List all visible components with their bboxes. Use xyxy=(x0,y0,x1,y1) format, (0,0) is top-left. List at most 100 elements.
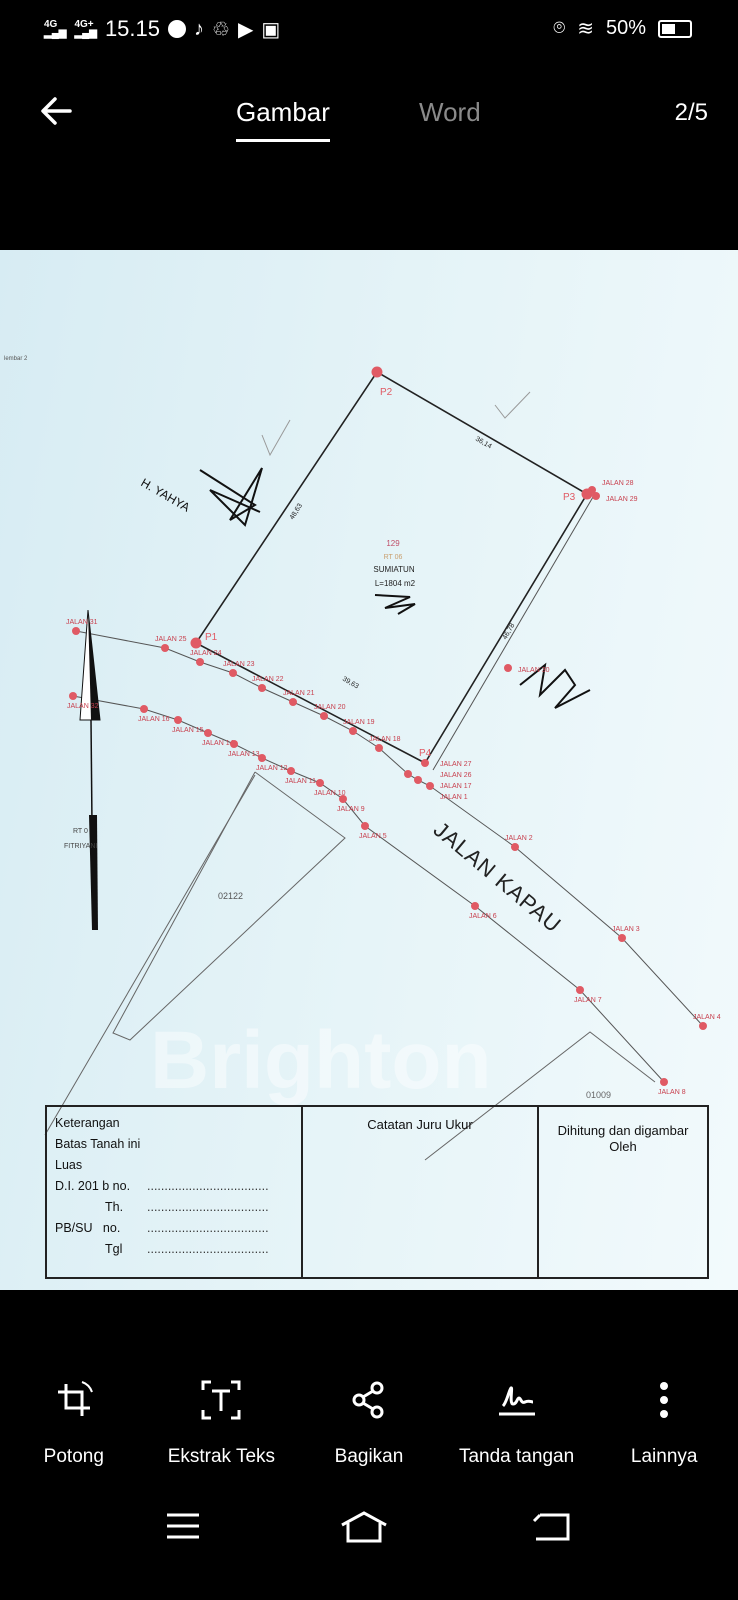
system-nav-bar xyxy=(0,1505,738,1555)
signature-marks xyxy=(199,467,591,709)
survey-point-dot xyxy=(320,712,328,720)
parcel-id-02122: 02122 xyxy=(218,891,243,901)
status-bar: 4G▂▄▆ 4G+▂▄▆ 15.15 ♪ ♲ ▶ ▣ ⌾ ≋ 50% xyxy=(0,0,738,58)
parcel-boundary-offset xyxy=(432,496,594,771)
survey-point-label: JALAN 31 xyxy=(66,619,98,626)
crop-button[interactable]: Potong xyxy=(0,1370,148,1468)
extract-text-button[interactable]: Ekstrak Teks xyxy=(148,1370,296,1468)
survey-point-label: JALAN 14 xyxy=(202,740,234,747)
crop-icon xyxy=(0,1370,148,1430)
field-tgl: Tgl................................... xyxy=(55,1239,293,1260)
survey-point-label: JALAN 12 xyxy=(256,765,288,772)
field-value: ................................... xyxy=(147,1179,269,1193)
scanned-document[interactable]: lembar 2 Brighton P2 P3 P1 P4 36,14 48,6… xyxy=(0,250,738,1290)
survey-point-label: JALAN 8 xyxy=(658,1089,686,1096)
survey-point-dot xyxy=(230,740,238,748)
distance-p1-p2: 48,63 xyxy=(289,502,304,521)
survey-point-label: JALAN 21 xyxy=(283,690,315,697)
back-arrow-icon[interactable] xyxy=(38,93,74,138)
road-edge-upper xyxy=(75,630,704,1027)
signature-icon xyxy=(443,1370,591,1430)
survey-point-dot xyxy=(69,692,77,700)
survey-point-dot xyxy=(504,664,512,672)
survey-point-label: JALAN 23 xyxy=(223,661,255,668)
survey-point-label: JALAN 19 xyxy=(343,719,375,726)
survey-point-dot xyxy=(426,782,434,790)
distance-p1-p4: 39,63 xyxy=(341,676,360,691)
corner-label-p1: P1 xyxy=(205,632,218,643)
handwritten-name: H. YAHYA xyxy=(139,475,193,514)
survey-point-label: JALAN 4 xyxy=(693,1014,721,1021)
label-keterangan: Keterangan xyxy=(55,1116,120,1130)
more-vertical-icon xyxy=(590,1370,738,1430)
corner-point-dot xyxy=(190,637,202,649)
survey-point-label: JALAN 7 xyxy=(574,997,602,1004)
store-icon: ▣ xyxy=(261,18,281,41)
survey-point-label: JALAN 24 xyxy=(190,650,222,657)
survey-point-dot xyxy=(592,492,600,500)
signal-1-icon: 4G▂▄▆ xyxy=(44,19,67,39)
field-value: ................................... xyxy=(147,1242,269,1256)
survey-point-dot xyxy=(72,627,80,635)
survey-point-dot xyxy=(511,843,519,851)
field-label: PB/SU no. xyxy=(55,1221,121,1235)
survey-point-label: JALAN 1 xyxy=(440,794,468,801)
survey-point-dot xyxy=(229,669,237,677)
north-arrow-icon xyxy=(79,609,101,931)
corner-point-dot xyxy=(581,488,593,500)
parcel-id-01009: 01009 xyxy=(586,1090,611,1100)
neighbor-rt: RT 0 xyxy=(73,828,88,835)
more-label: Lainnya xyxy=(630,1446,698,1467)
field-di201: D.I. 201 b no...........................… xyxy=(55,1176,293,1197)
survey-point-label: JALAN 27 xyxy=(440,761,472,768)
survey-point-dot xyxy=(204,729,212,737)
survey-point-label: JALAN 3 xyxy=(612,926,640,933)
survey-point-label: JALAN 13 xyxy=(228,751,260,758)
survey-point-label: JALAN 2 xyxy=(505,835,533,842)
clock: 15.15 xyxy=(104,16,160,41)
survey-point-dot xyxy=(471,902,479,910)
corner-label-p2: P2 xyxy=(380,387,393,398)
share-icon xyxy=(295,1370,443,1430)
extract-text-label: Ekstrak Teks xyxy=(167,1446,276,1467)
survey-point-dot xyxy=(576,986,584,994)
drawn-by-oleh: Oleh xyxy=(609,1139,637,1154)
tab-gambar[interactable]: Gambar xyxy=(236,97,330,142)
neighbor-name: FITRIYANI xyxy=(64,843,97,850)
survey-point-dot xyxy=(421,759,429,767)
survey-point-dot xyxy=(174,716,182,724)
crop-label: Potong xyxy=(43,1446,104,1467)
more-button[interactable]: Lainnya xyxy=(590,1370,738,1468)
survey-point-label: JALAN 17 xyxy=(440,783,472,790)
check-marks xyxy=(261,391,531,457)
tiktok-icon: ♪ xyxy=(194,17,204,40)
survey-point-dot xyxy=(375,744,383,752)
back-nav-icon[interactable] xyxy=(532,1511,572,1548)
field-th: Th.................................... xyxy=(55,1197,293,1218)
share-button[interactable]: Bagikan xyxy=(295,1370,443,1468)
battery-level: 50% xyxy=(605,17,646,39)
survey-point-label: JALAN 10 xyxy=(314,790,346,797)
survey-point-label: JALAN 29 xyxy=(606,496,638,503)
field-label: Tgl xyxy=(105,1242,123,1256)
survey-point-dot xyxy=(140,705,148,713)
survey-point-dot xyxy=(316,779,324,787)
surveyor-notes: Catatan Juru Ukur xyxy=(303,1107,539,1277)
corner-label-p3: P3 xyxy=(563,492,576,503)
page-indicator: 2/5 xyxy=(674,99,708,126)
parcel-02122-boundary xyxy=(112,771,346,1041)
survey-point-dot xyxy=(258,684,266,692)
signature-button[interactable]: Tanda tangan xyxy=(443,1370,591,1468)
home-icon[interactable] xyxy=(340,1511,388,1548)
network-type: 4G+ xyxy=(74,19,94,30)
tab-word[interactable]: Word xyxy=(419,97,481,127)
sync-icon: ♲ xyxy=(212,18,230,41)
survey-point-label: JALAN 11 xyxy=(285,778,316,785)
survey-point-dot xyxy=(414,776,422,784)
field-label: D.I. 201 b no. xyxy=(55,1179,131,1193)
survey-point-dot xyxy=(349,727,357,735)
survey-point-dot xyxy=(361,822,369,830)
bottom-toolbar: Potong Ekstrak Teks Bagikan Tanda tangan… xyxy=(0,1370,738,1468)
drawn-by: Dihitung dan digambar Oleh xyxy=(539,1107,707,1277)
menu-icon[interactable] xyxy=(165,1511,201,1546)
